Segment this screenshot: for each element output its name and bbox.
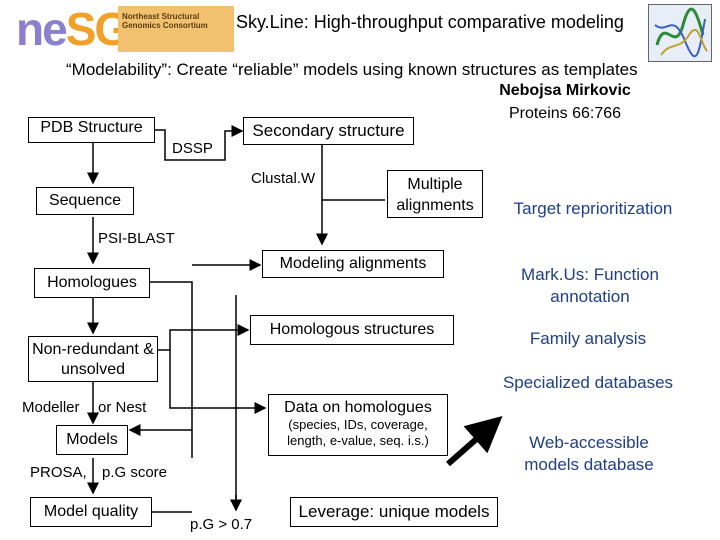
subtitle: “Modelability”: Create “reliable” models…	[66, 60, 638, 79]
non-redundant-label: Non-redundant & unsolved	[32, 341, 154, 378]
sequence-box: Sequence	[36, 187, 134, 215]
or-nest-label: or Nest	[98, 399, 147, 416]
dssp-label: DSSP	[172, 140, 213, 157]
modeller-label: Modeller	[22, 399, 80, 416]
pdb-structure-label: PDB Structure	[40, 119, 143, 136]
slide-title: Sky.Line: High-throughput comparative mo…	[236, 12, 624, 32]
pg-threshold-label: p.G > 0.7	[190, 516, 253, 533]
homologous-structures-label: Homologous structures	[269, 321, 435, 338]
data-on-homologues-label: Data on homologues	[284, 399, 432, 416]
author: Nebojsa Mirkovic	[499, 82, 631, 99]
non-redundant-box: Non-redundant & unsolved	[28, 336, 158, 382]
models-box: Models	[56, 425, 128, 455]
journal-reference: Proteins 66:766	[508, 105, 622, 122]
leverage-box: Leverage: unique models	[290, 497, 498, 527]
web-database-text: Web-accessible models database	[524, 433, 654, 474]
specialized-databases-text: Specialized databases	[502, 373, 674, 392]
psi-blast-label: PSI-BLAST	[98, 230, 175, 247]
homologues-label: Homologues	[47, 274, 137, 291]
markus-text: Mark.Us: Function annotation	[521, 265, 659, 306]
multiple-alignments-label: Multiple alignments	[396, 176, 474, 214]
protein-structure-image	[648, 4, 712, 62]
models-label: Models	[66, 431, 118, 448]
secondary-structure-box: Secondary structure	[243, 117, 414, 145]
homologues-box: Homologues	[34, 268, 150, 298]
family-analysis-text: Family analysis	[529, 329, 647, 348]
data-on-homologues-box: Data on homologues (species, IDs, covera…	[268, 394, 448, 456]
multiple-alignments-box: Multiple alignments	[387, 170, 483, 218]
clustalw-label: Clustal.W	[251, 170, 316, 187]
pg-score-label: p.G score	[102, 464, 168, 481]
pdb-structure-box: PDB Structure	[28, 117, 155, 143]
nesg-logo: neSG Northeast Structural Genomics Conso…	[16, 6, 234, 52]
sequence-label: Sequence	[48, 192, 122, 209]
modeling-alignments-box: Modeling alignments	[262, 250, 444, 278]
data-details-label: (species, IDs, coverage, length, e-value…	[287, 417, 429, 448]
modeling-alignments-label: Modeling alignments	[279, 255, 427, 272]
leverage-label: Leverage: unique models	[298, 502, 490, 521]
homologous-structures-box: Homologous structures	[250, 315, 454, 345]
model-quality-label: Model quality	[43, 503, 139, 520]
logo-banner: Northeast Structural Genomics Consortium	[118, 6, 234, 52]
target-reprioritization-text: Target reprioritization	[513, 199, 673, 218]
model-quality-box: Model quality	[30, 497, 152, 527]
logo-text: Northeast Structural Genomics Consortium	[122, 12, 208, 30]
secondary-structure-label: Secondary structure	[252, 121, 405, 140]
prosa-label: PROSA,	[30, 464, 87, 481]
